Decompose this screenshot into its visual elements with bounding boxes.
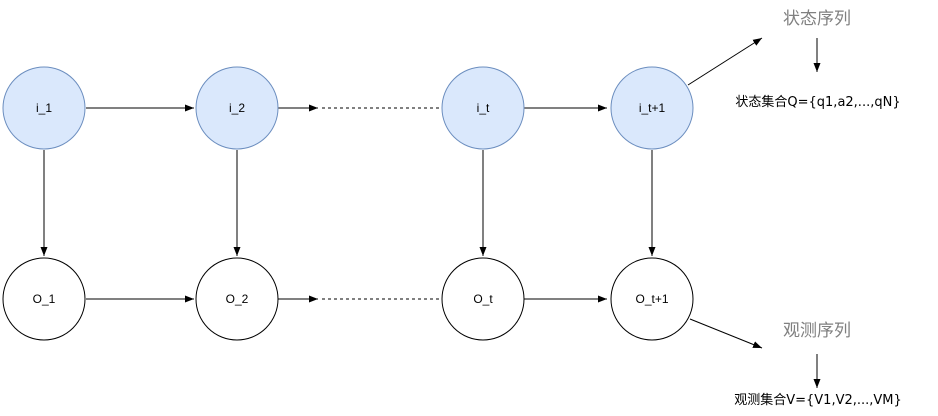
observation-set-label: 观测集合V={V1,V2,...,VM} (734, 392, 902, 408)
hidden-state-circle (195, 66, 279, 150)
observation-circle (195, 257, 279, 341)
observation-node: O_t (441, 257, 525, 341)
observation-label: O_1 (33, 292, 56, 306)
observation-label: O_t+1 (635, 292, 668, 306)
state-sequence-title: 状态序列 (783, 9, 851, 29)
hidden-state-label: i_t (477, 101, 490, 115)
hidden-state-circle (2, 66, 86, 150)
observation-circle (610, 257, 694, 341)
observation-node: O_2 (195, 257, 279, 341)
observation-label: O_2 (226, 292, 249, 306)
hidden-state-label: i_t+1 (639, 101, 666, 115)
hidden-state-label: i_1 (36, 101, 52, 115)
observation-label: O_t (473, 292, 493, 306)
observation-circle (2, 257, 86, 341)
state-set-label: 状态集合Q={q1,a2,...,qN} (735, 94, 900, 110)
hidden-state-node: i_t (441, 66, 525, 150)
edge-it1-to-state-title (687, 37, 763, 86)
hidden-state-node: i_2 (195, 66, 279, 150)
hidden-state-circle (610, 66, 694, 150)
observation-circle (441, 257, 525, 341)
hidden-state-circle (441, 66, 525, 150)
observation-node: O_1 (2, 257, 86, 341)
edge-ot1-to-observation-title (689, 318, 763, 349)
hidden-state-node: i_1 (2, 66, 86, 150)
hidden-state-node: i_t+1 (610, 66, 694, 150)
hidden-state-label: i_2 (229, 101, 245, 115)
observation-sequence-title: 观测序列 (783, 321, 851, 341)
observation-node: O_t+1 (610, 257, 694, 341)
